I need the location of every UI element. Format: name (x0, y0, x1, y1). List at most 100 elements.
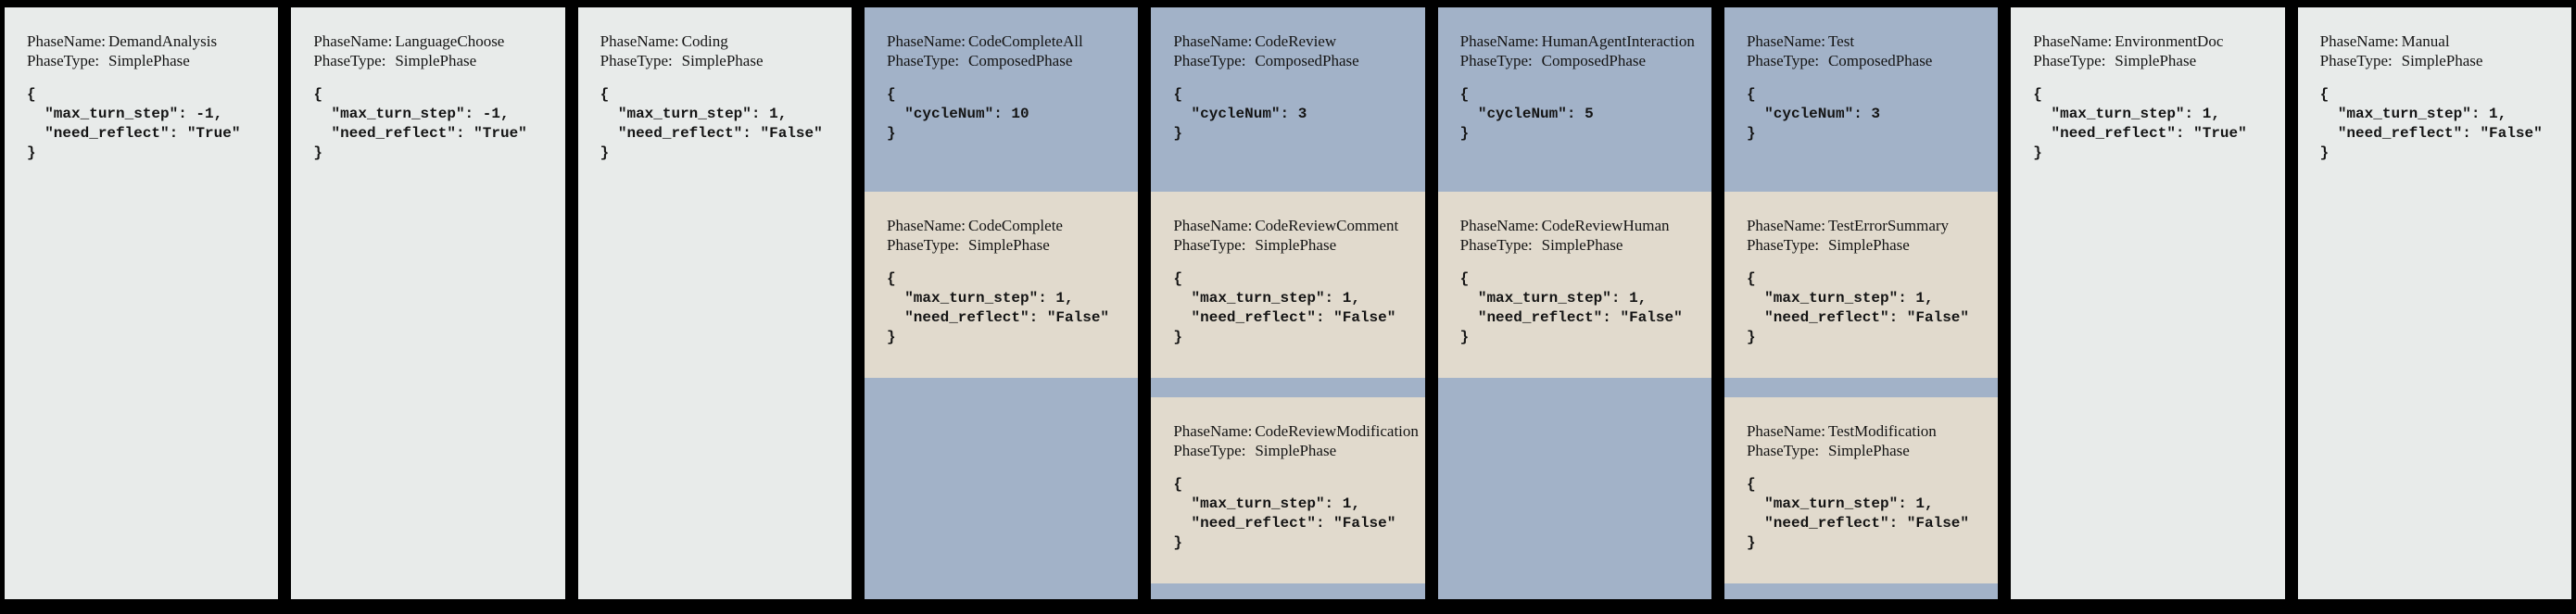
phase-config-json: { "cycleNum": 3 } (1173, 86, 1307, 142)
phase-type-row: PhaseType:SimplePhase (27, 51, 269, 70)
phase-name-label: PhaseName: (1173, 217, 1253, 234)
phase-config-json: { "max_turn_step": 1, "need_reflect": "F… (1173, 476, 1396, 551)
phase-type-value: SimplePhase (1827, 236, 1910, 254)
phase-type-row: PhaseType:ComposedPhase (887, 51, 1129, 70)
phase-type-label: PhaseType: (600, 52, 673, 69)
phase-type-row: PhaseType: SimplePhase (887, 235, 1129, 255)
phase-config-json: { "cycleNum": 3 } (1746, 86, 1880, 142)
phase-config-json: { "max_turn_step": 1, "need_reflect": "F… (1459, 270, 1683, 345)
phase-type-value: ComposedPhase (1827, 52, 1933, 69)
phase-name-value: Test (1827, 32, 1855, 50)
phase-name-value: EnvironmentDoc (2115, 32, 2224, 50)
phase-name-row: PhaseName:EnvironmentDoc (2033, 31, 2275, 51)
phase-type-value: SimplePhase (395, 52, 477, 69)
phase-name-value: HumanAgentInteraction (1541, 32, 1695, 50)
subphase-gap (1724, 378, 1998, 397)
phase-name-label: PhaseName: (1173, 422, 1253, 440)
phase-name-value: TestModification (1827, 422, 1937, 440)
phase-type-label: PhaseType: (1459, 52, 1533, 69)
phase-type-label: PhaseType: (27, 52, 100, 69)
phase-name-row: PhaseName:DemandAnalysis (27, 31, 269, 51)
phase-name-label: PhaseName: (1459, 217, 1539, 234)
phase-type-row: PhaseType:SimplePhase (1173, 235, 1415, 255)
phase-type-label: PhaseType: (1173, 236, 1246, 254)
phase-name-row: PhaseName:CodeReviewModification (1173, 421, 1419, 441)
phase-type-label: PhaseType: (886, 236, 960, 254)
phase-config-json: { "cycleNum": 5 } (1459, 86, 1594, 142)
phase-type-label: PhaseType: (313, 52, 386, 69)
phase-name-label: PhaseName: (886, 32, 966, 50)
phase-name-label: PhaseName: (27, 32, 106, 50)
phase-config-json: { "max_turn_step": -1, "need_reflect": "… (313, 86, 527, 161)
phase-name-value: CodeComplete (967, 217, 1063, 234)
phase-name-row: PhaseName:HumanAgentInteraction (1460, 31, 1702, 51)
phase-name-value: Coding (681, 32, 728, 50)
phase-type-row: PhaseType:SimplePhase (600, 51, 842, 70)
phase-type-value: SimplePhase (2115, 52, 2197, 69)
phase-type-label: PhaseType: (1746, 442, 1820, 459)
phase-name-label: PhaseName: (1746, 422, 1825, 440)
phase-name-row: PhaseName:TestErrorSummary (1747, 216, 1989, 235)
phase-config-json: { "cycleNum": 10 } (886, 86, 1029, 142)
phase-type-value: SimplePhase (967, 236, 1050, 254)
phase-type-row: PhaseType: SimplePhase (313, 51, 555, 70)
phase-type-value: ComposedPhase (1255, 52, 1359, 69)
phase-config-json: { "max_turn_step": 1, "need_reflect": "F… (2319, 86, 2543, 161)
phase-name-value: CodeReviewHuman (1541, 217, 1670, 234)
phase-type-label: PhaseType: (2319, 52, 2393, 69)
phase-type-label: PhaseType: (1173, 442, 1246, 459)
phase-type-value: ComposedPhase (967, 52, 1073, 69)
phase-name-row: PhaseName:CodeReview (1173, 31, 1415, 51)
phase-type-row: PhaseType:SimplePhase (2320, 51, 2562, 70)
phase-name-row: PhaseName:CodeCompleteAll (887, 31, 1129, 51)
phase-type-label: PhaseType: (1459, 236, 1533, 254)
phase-name-label: PhaseName: (1459, 32, 1539, 50)
phase-name-value: TestErrorSummary (1827, 217, 1950, 234)
phase-type-label: PhaseType: (1746, 236, 1820, 254)
phase-type-value: SimplePhase (1541, 236, 1623, 254)
phase-config-json: { "max_turn_step": 1, "need_reflect": "F… (600, 86, 823, 161)
phase-type-row: PhaseType: SimplePhase (1460, 235, 1702, 255)
phase-name-value: CodeCompleteAll (967, 32, 1083, 50)
phase-name-row: PhaseName:Manual (2320, 31, 2562, 51)
phase-type-value: SimplePhase (1255, 442, 1337, 459)
phase-config-json: { "max_turn_step": 1, "need_reflect": "F… (1746, 476, 1970, 551)
phase-type-row: PhaseType: SimplePhase (1173, 441, 1415, 460)
phase-name-label: PhaseName: (2319, 32, 2399, 50)
phase-name-value: CodeReview (1255, 32, 1337, 50)
phase-name-value: Manual (2401, 32, 2450, 50)
phase-name-row: PhaseName:CodeComplete (887, 216, 1129, 235)
phase-type-value: ComposedPhase (1541, 52, 1647, 69)
phase-name-row: PhaseName:LanguageChoose (313, 31, 555, 51)
phase-config-json: { "max_turn_step": 1, "need_reflect": "T… (2033, 86, 2247, 161)
phase-name-label: PhaseName: (2033, 32, 2113, 50)
phase-config-json: { "max_turn_step": 1, "need_reflect": "F… (1746, 270, 1970, 345)
